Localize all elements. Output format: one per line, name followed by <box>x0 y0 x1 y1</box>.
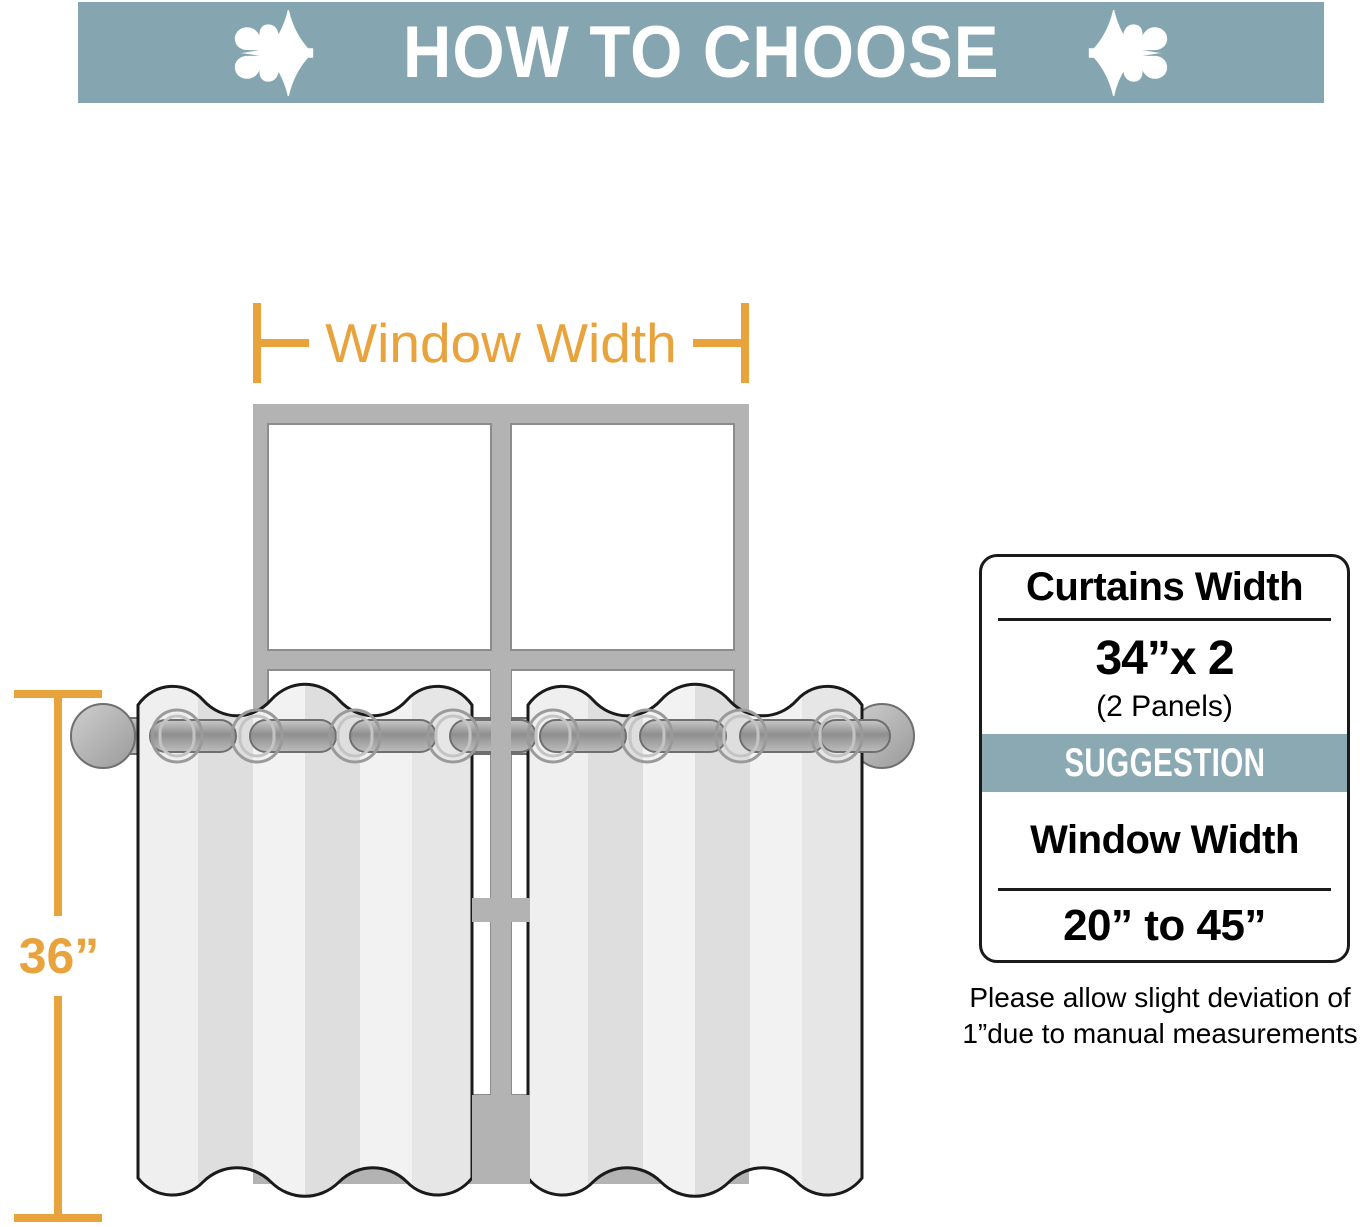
card-divider <box>998 617 1331 621</box>
dimension-stub-right <box>693 339 743 347</box>
suggestion-band: SUGGESTION <box>982 733 1347 792</box>
curtains-panel-count: (2 Panels) <box>1096 690 1233 724</box>
curtain-height-label: 36” <box>18 928 100 984</box>
dimension-cap-right <box>741 303 749 383</box>
window-width-range: 20” to 45” <box>1063 900 1266 950</box>
rod-through-grommets <box>149 719 891 753</box>
grommets <box>150 708 864 764</box>
footnote-line-2: 1”due to manual measurements <box>962 1018 1358 1049</box>
header-banner: HOW TO CHOOSE <box>78 2 1324 103</box>
curtain-panel-right <box>526 682 864 1198</box>
curtains-width-value: 34”x 2 <box>1095 632 1234 686</box>
rod-finial-left <box>70 703 136 769</box>
dimension-cap-left <box>253 303 261 383</box>
window-width-dimension: Window Width <box>253 303 749 383</box>
window-width-header: Window Width <box>1030 817 1299 862</box>
footnote-line-1: Please allow slight deviation of <box>969 982 1351 1013</box>
window-width-label: Window Width <box>325 312 677 374</box>
dimension-line-top <box>54 694 62 916</box>
fleur-de-lis-icon <box>1069 9 1187 96</box>
dimension-cap-bottom <box>14 1214 102 1222</box>
curtain-height-dimension: 36” <box>14 690 102 1222</box>
curtain-panel-left <box>136 682 474 1198</box>
window-curtain-illustration <box>70 404 915 1198</box>
window-mullion-center <box>472 655 530 1184</box>
measurement-footnote: Please allow slight deviation of 1”due t… <box>960 980 1360 1052</box>
size-suggestion-card: Curtains Width 34”x 2 (2 Panels) SUGGEST… <box>979 554 1350 963</box>
curtains-width-header: Curtains Width <box>1025 564 1304 609</box>
fleur-de-lis-icon <box>215 9 333 96</box>
curtains-width-value-row: 34”x 2 (2 Panels) <box>982 621 1347 734</box>
dimension-stub-left <box>259 339 309 347</box>
card-divider <box>998 888 1331 892</box>
banner-title: HOW TO CHOOSE <box>402 12 1000 93</box>
dimension-line-bottom <box>54 996 62 1218</box>
suggestion-label: SUGGESTION <box>1063 740 1266 785</box>
